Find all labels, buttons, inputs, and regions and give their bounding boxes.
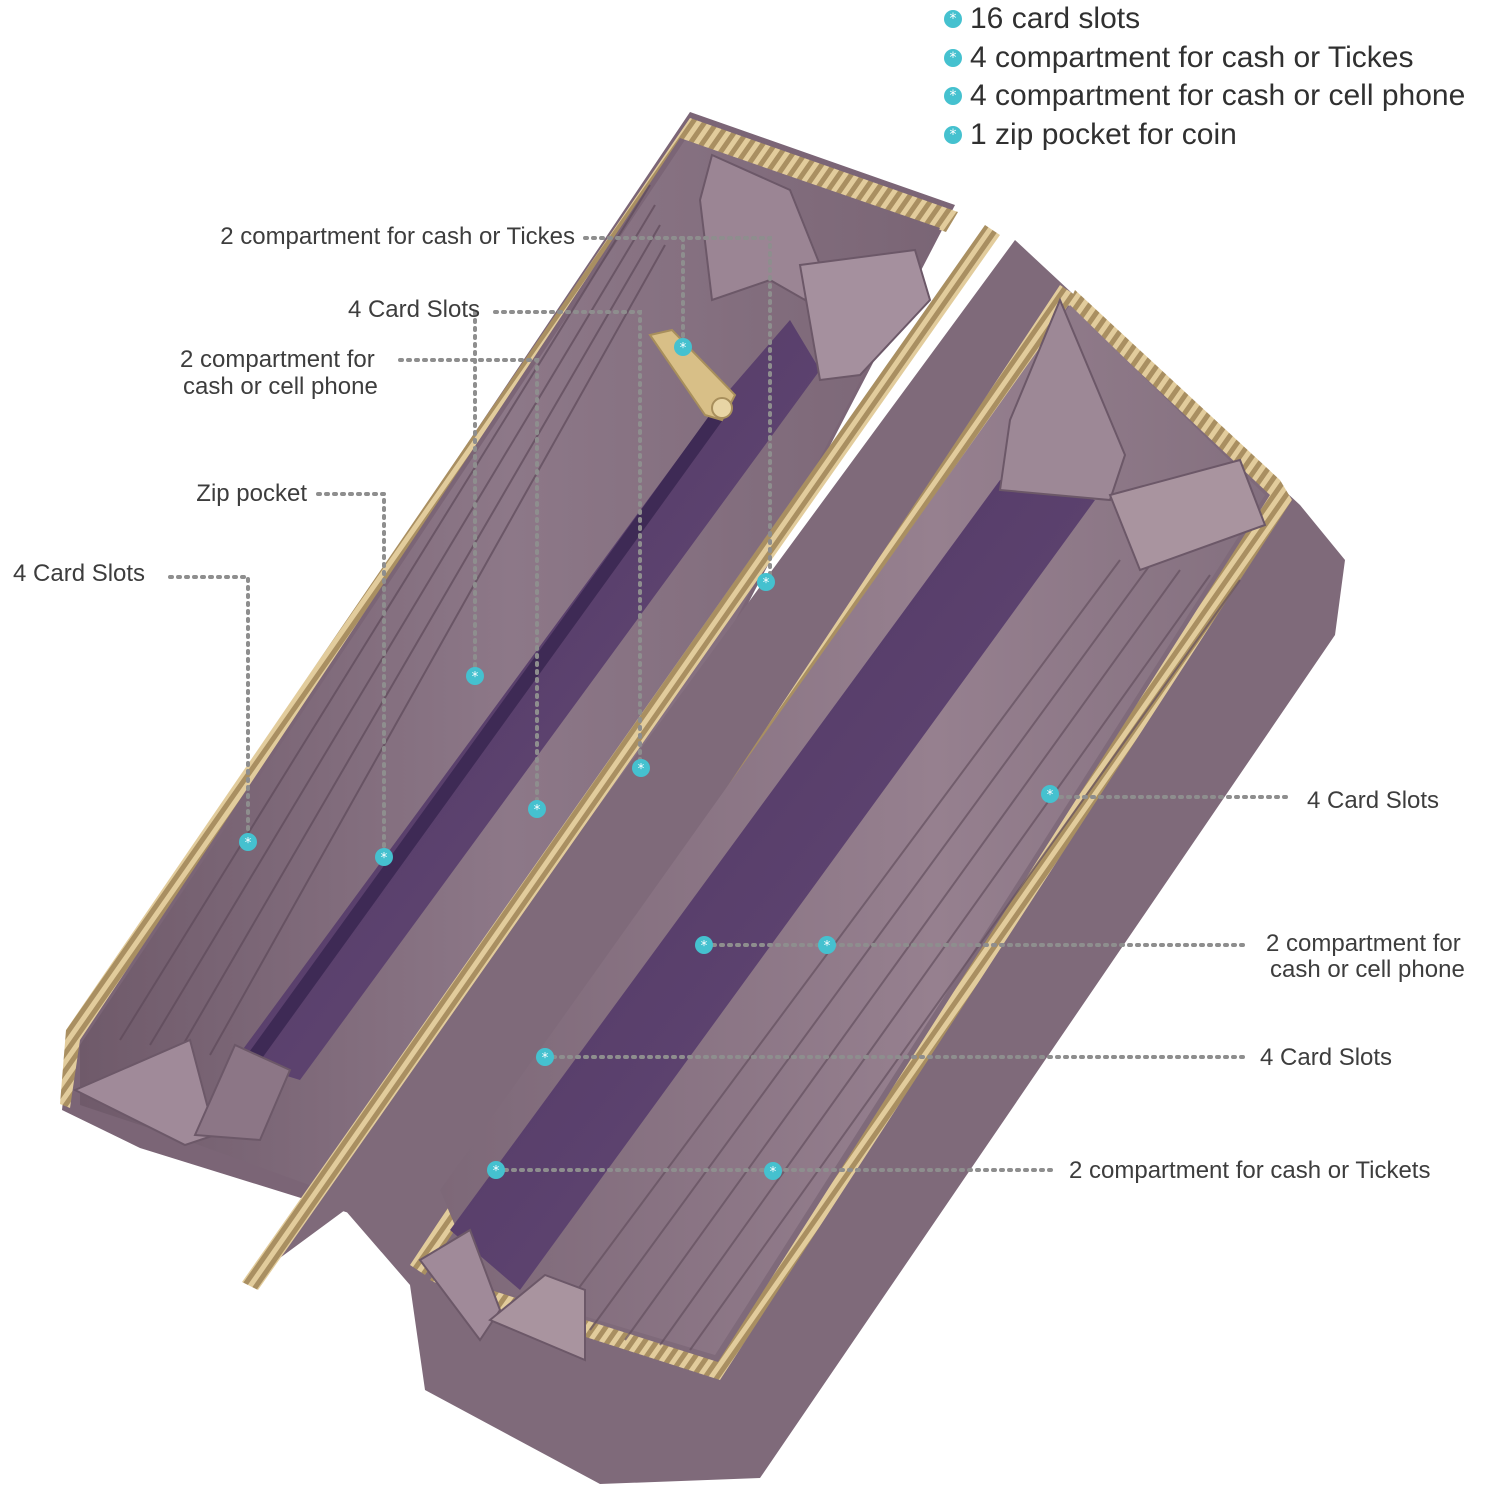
- marker-dot: [818, 936, 836, 954]
- marker-dot: [536, 1048, 554, 1066]
- leader-card-slots-outer: [168, 575, 250, 844]
- marker-dot: [764, 1162, 782, 1180]
- leader-cash-phone-left: [398, 358, 539, 810]
- marker-dot: [487, 1161, 505, 1179]
- right-bottom-gusset-2: [488, 1273, 586, 1362]
- right-top-gusset-2: [1108, 458, 1267, 572]
- marker-dot: [674, 338, 692, 356]
- svg-text:*: *: [381, 851, 388, 866]
- svg-text:*: *: [770, 1165, 777, 1180]
- marker-asterisks: * * * * * * * * * * * * *: [245, 341, 1054, 1180]
- callout-cash-tickets-left: 2 compartment for cash or Tickes: [220, 223, 575, 250]
- summary-item: 4 compartment for cash or cell phone: [944, 77, 1465, 116]
- callout-cash-phone-right-line2: cash or cell phone: [1270, 956, 1465, 983]
- leader-lines: [168, 236, 1292, 1172]
- svg-text:*: *: [542, 1051, 549, 1066]
- asterisk-bullet-icon: [944, 48, 962, 68]
- wallet-right-half: [242, 225, 1345, 1484]
- svg-text:*: *: [680, 341, 687, 356]
- asterisk-bullet-icon: [944, 86, 962, 106]
- marker-dot: [1041, 785, 1059, 803]
- feature-summary-list: 16 card slots 4 compartment for cash or …: [944, 0, 1465, 154]
- marker-dot: [375, 848, 393, 866]
- marker-dot: [632, 759, 650, 777]
- right-card-slot-lines: [554, 559, 1241, 1351]
- callout-card-slots-outer: 4 Card Slots: [13, 560, 146, 587]
- marker-dot: [466, 667, 484, 685]
- svg-text:*: *: [1047, 788, 1054, 803]
- svg-text:*: *: [245, 836, 252, 851]
- marker-dots: [239, 338, 1059, 1180]
- marker-dot: [695, 936, 713, 954]
- callout-cash-tickets-right: 2 compartment for cash or Tickets: [1069, 1157, 1431, 1184]
- svg-text:*: *: [824, 939, 831, 954]
- callout-card-slots-right-top: 4 Card Slots: [1307, 787, 1440, 814]
- marker-dot: [757, 573, 775, 591]
- asterisk-bullet-icon: [944, 9, 962, 29]
- svg-text:*: *: [701, 939, 708, 954]
- leader-zip-pocket: [316, 492, 386, 859]
- left-top-gusset: [698, 153, 822, 302]
- svg-text:*: *: [763, 576, 770, 591]
- svg-text:*: *: [472, 670, 479, 685]
- callout-cash-phone-left-line2: cash or cell phone: [183, 373, 378, 400]
- marker-dot: [239, 833, 257, 851]
- right-zipper: [430, 290, 1292, 1380]
- zipper-pull: [648, 328, 737, 422]
- left-bottom-gusset-2: [193, 1043, 292, 1142]
- callout-zip-pocket: Zip pocket: [196, 480, 307, 507]
- left-top-gusset-2: [798, 248, 932, 382]
- callout-card-slots-top: 4 Card Slots: [347, 296, 480, 323]
- summary-item: 4 compartment for cash or Tickes: [944, 39, 1465, 78]
- svg-text:*: *: [493, 1164, 500, 1179]
- middle-zipper: [242, 225, 1000, 1290]
- leader-card-slots-top: [493, 310, 642, 770]
- leader-cash-tickets-left: [583, 236, 772, 584]
- middle-lining: [450, 480, 1095, 1290]
- right-bottom-gusset: [418, 1228, 502, 1342]
- zip-pocket-track: [242, 398, 730, 1068]
- summary-item: 16 card slots: [944, 0, 1465, 39]
- summary-item: 1 zip pocket for coin: [944, 116, 1465, 155]
- callout-cash-phone-left-line1: 2 compartment for: [180, 346, 375, 373]
- svg-text:*: *: [534, 803, 541, 818]
- right-top-gusset: [998, 297, 1127, 502]
- wallet-left-half: [60, 112, 958, 1235]
- svg-text:*: *: [638, 762, 645, 777]
- asterisk-bullet-icon: [944, 125, 962, 145]
- callout-cash-phone-right-line1: 2 compartment for: [1266, 930, 1461, 957]
- callout-card-slots-right-bottom: 4 Card Slots: [1260, 1044, 1393, 1071]
- marker-dot: [528, 800, 546, 818]
